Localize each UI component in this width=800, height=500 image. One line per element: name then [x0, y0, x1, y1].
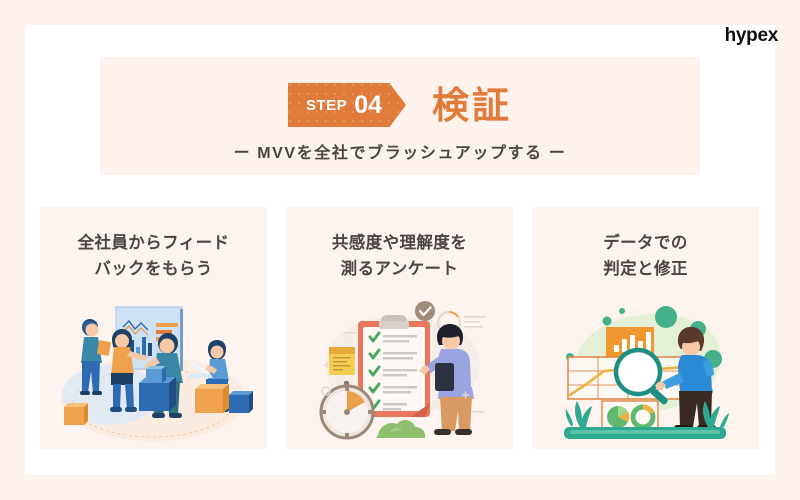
step-number: 04: [354, 90, 382, 119]
step-label: STEP: [306, 96, 348, 114]
card-item: データでの 判定と修正: [532, 207, 759, 449]
page-title: 検証: [432, 84, 512, 126]
card-list: 全社員からフィード バックをもらう: [40, 207, 760, 449]
hypex-logo: hypex: [724, 25, 779, 46]
card-title: データでの 判定と修正: [603, 234, 688, 278]
checklist-clipboard-stopwatch-illustration: [286, 299, 513, 449]
page-subtitle: ー MVVを全社でブラッシュアップする ー: [233, 145, 567, 162]
card-title: 全社員からフィード バックをもらう: [77, 234, 230, 278]
card-item: 全社員からフィード バックをもらう: [40, 207, 267, 449]
header-title-row: STEP 04 検証: [100, 79, 700, 131]
team-presentation-charts-illustration: [40, 299, 267, 449]
step-badge: STEP 04: [288, 83, 406, 127]
card-title: 共感度や理解度を 測るアンケート: [331, 234, 468, 278]
data-analysis-magnifier-charts-illustration: [532, 299, 759, 449]
header-band: STEP 04 検証 ー MVVを全社でブラッシュアップする ー: [100, 57, 700, 175]
card-item: 共感度や理解度を 測るアンケート: [286, 207, 513, 449]
